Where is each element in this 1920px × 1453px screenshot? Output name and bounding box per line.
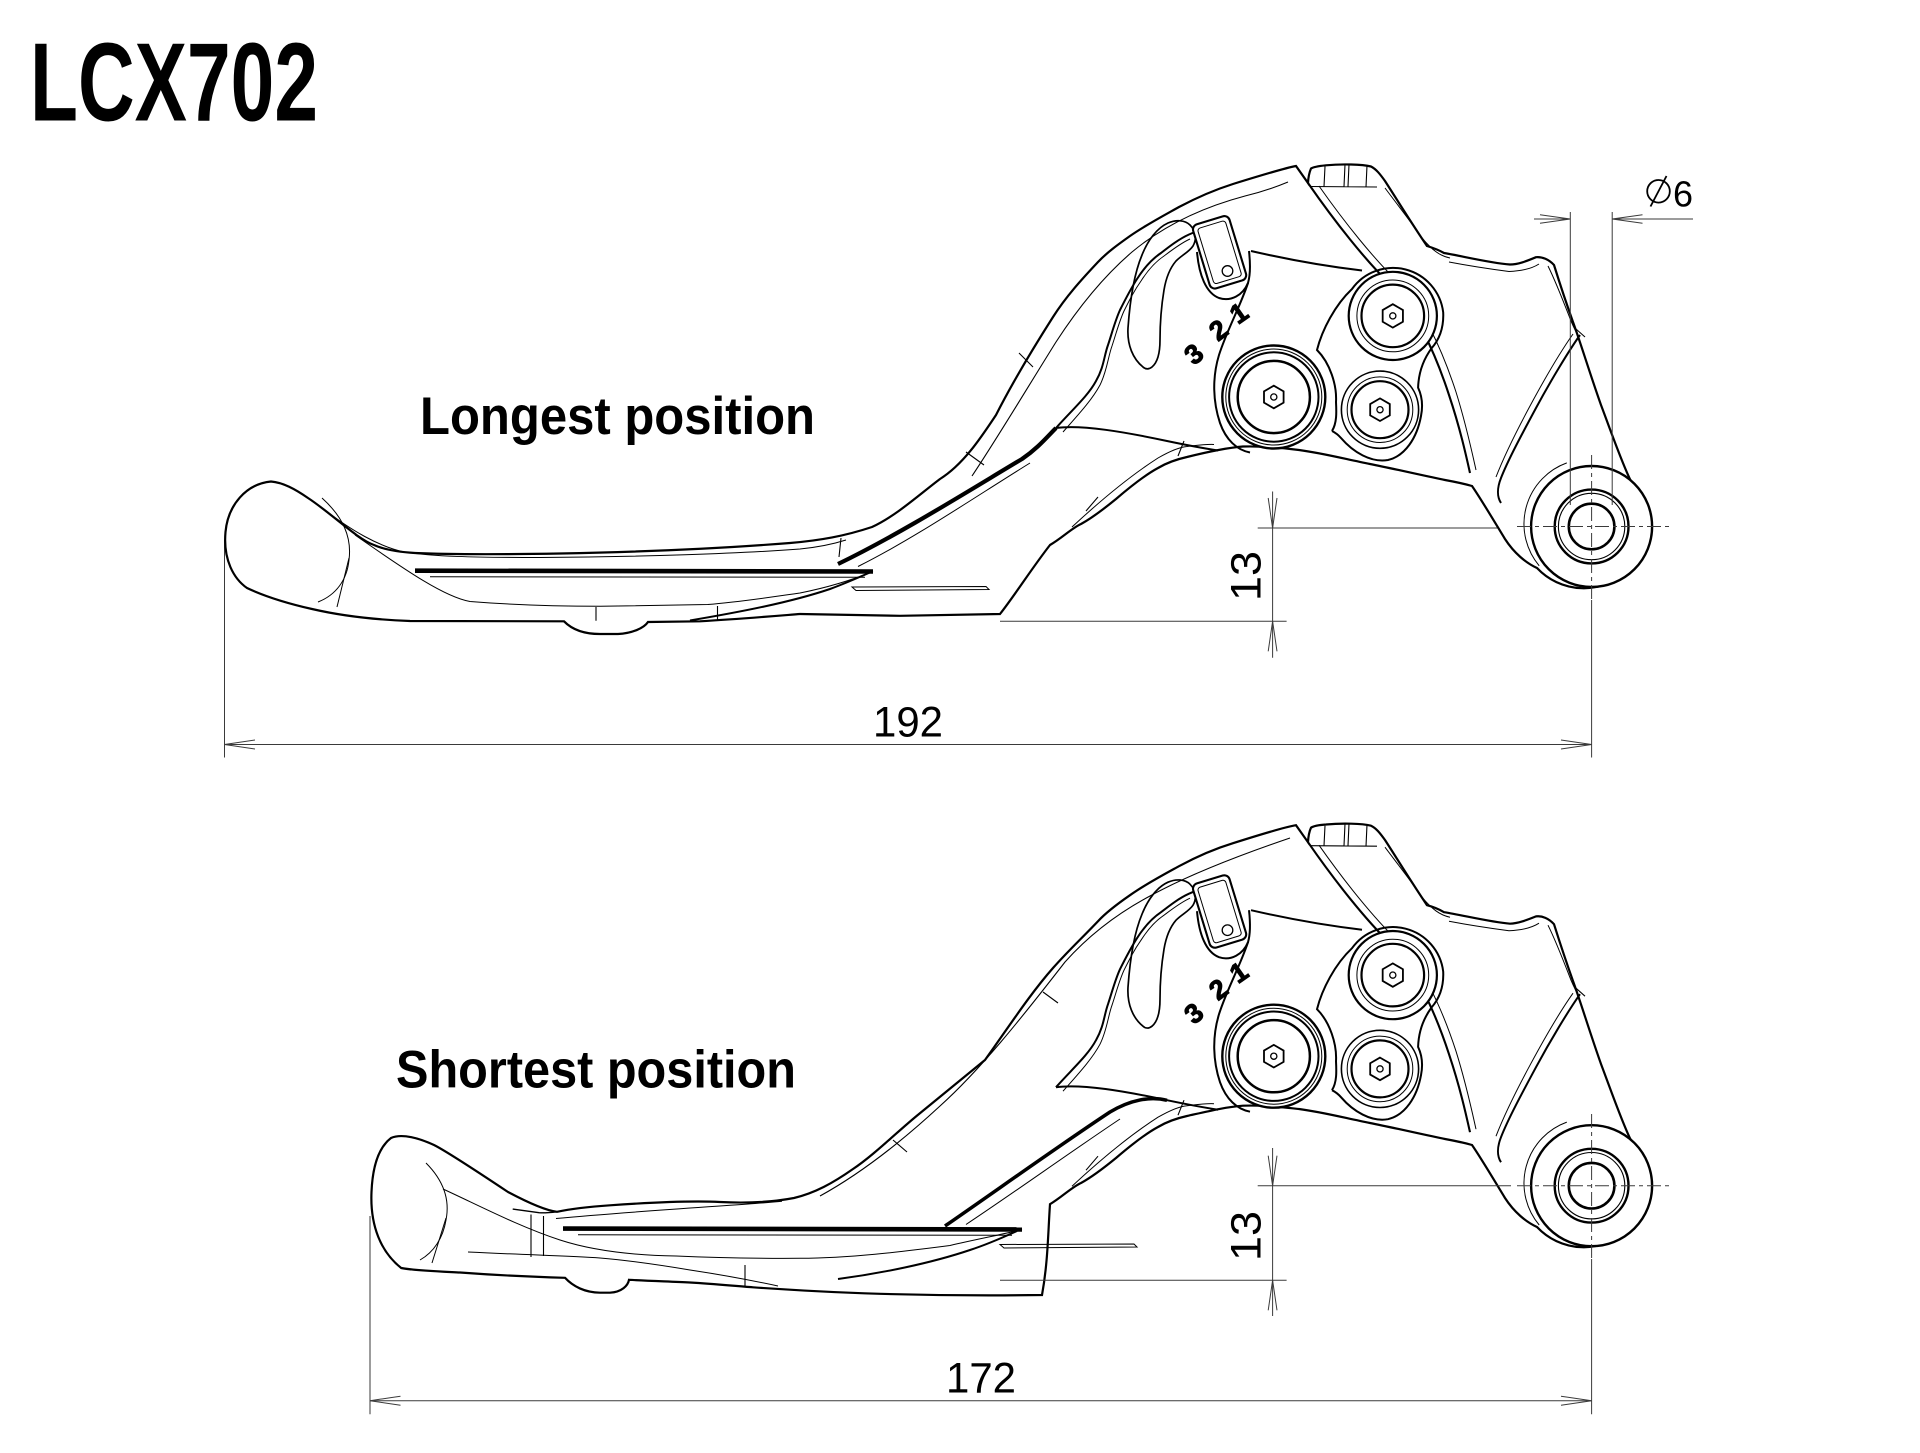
svg-text:6: 6 — [1673, 174, 1693, 215]
svg-text:192: 192 — [873, 699, 943, 747]
svg-text:LCX702: LCX702 — [30, 21, 318, 145]
svg-text:172: 172 — [946, 1355, 1016, 1403]
svg-text:13: 13 — [1223, 551, 1271, 601]
svg-text:Shortest position: Shortest position — [396, 1041, 796, 1100]
svg-text:Longest position: Longest position — [420, 387, 815, 446]
svg-text:13: 13 — [1223, 1211, 1271, 1261]
